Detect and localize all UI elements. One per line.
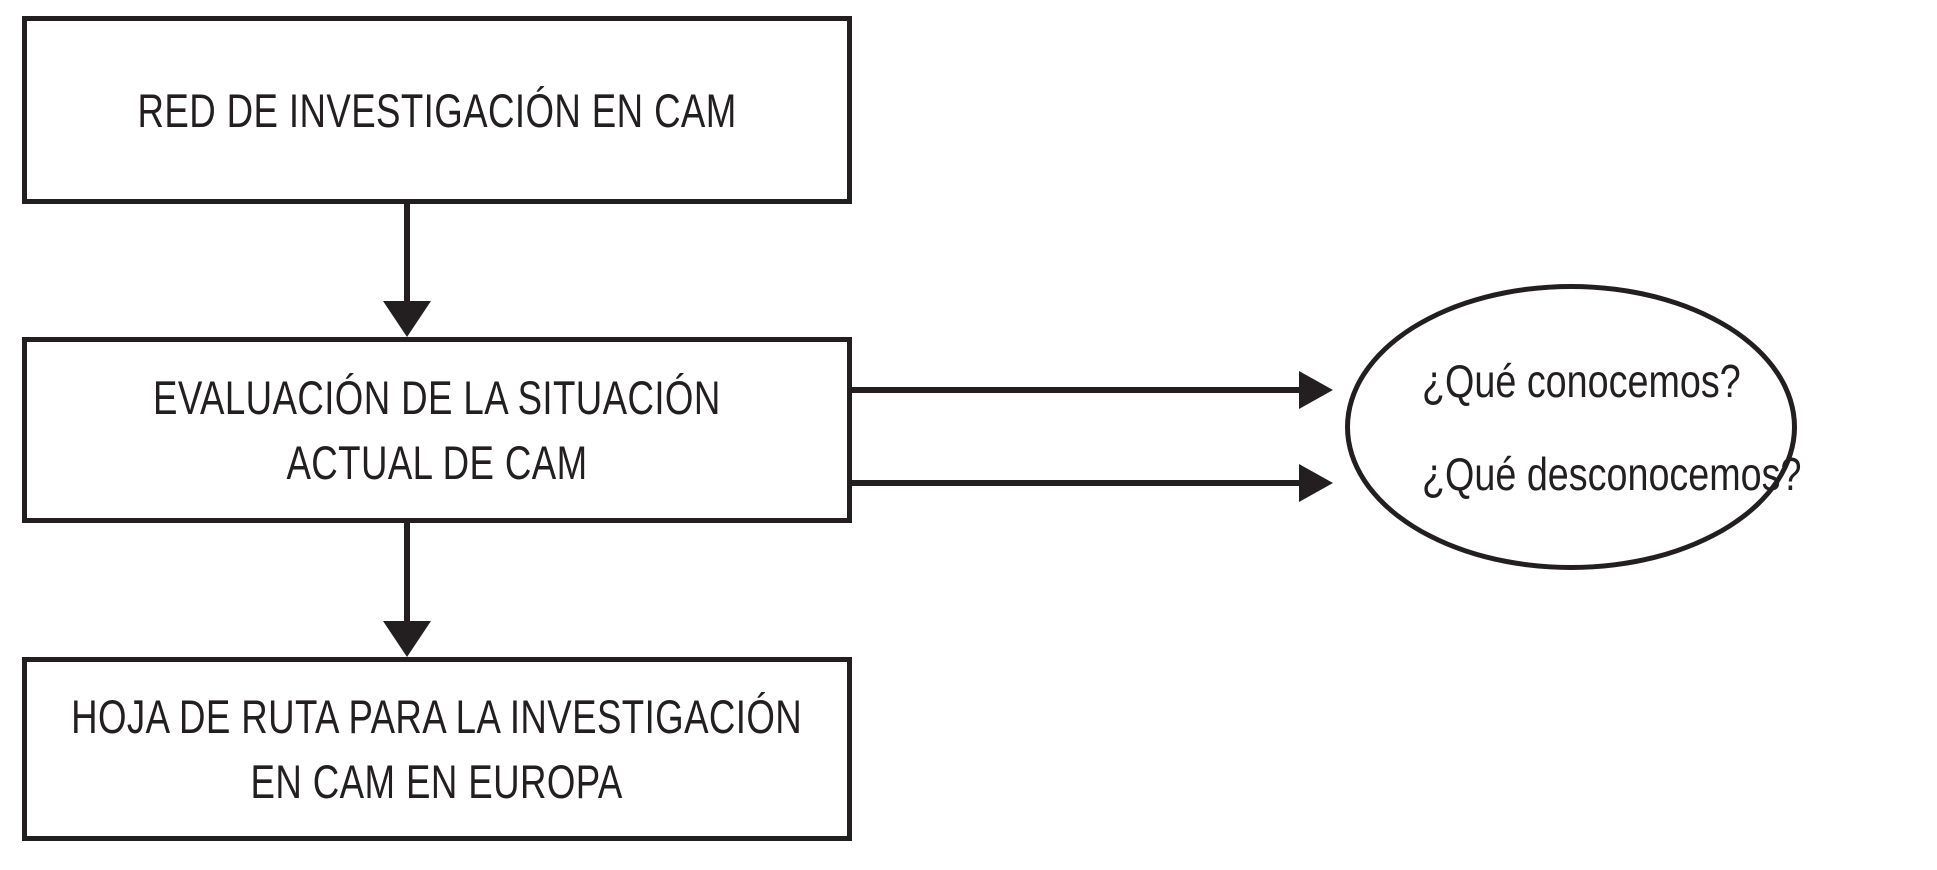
arrow-head-down-icon	[383, 621, 431, 657]
node-label: RED DE INVESTIGACIÓN EN CAM	[137, 83, 737, 137]
arrow-shaft	[404, 523, 410, 621]
arrow-right-evaluation-to-questions-2	[851, 464, 1333, 502]
arrow-down-network-to-evaluation	[383, 204, 431, 337]
node-label-line-1: HOJA DE RUTA PARA LA INVESTIGACIÓN	[71, 690, 803, 743]
node-evaluacion-situacion: EVALUACIÓN DE LA SITUACIÓN ACTUAL DE CAM	[22, 337, 852, 523]
node-questions-ellipse: ¿Qué conocemos? ¿Qué desconocemos?	[1345, 284, 1802, 570]
node-hoja-de-ruta: HOJA DE RUTA PARA LA INVESTIGACIÓN EN CA…	[22, 657, 852, 841]
arrow-right-evaluation-to-questions-1	[851, 371, 1333, 409]
arrow-head-right-icon	[1299, 371, 1333, 409]
arrow-shaft	[404, 204, 410, 301]
arrow-down-evaluation-to-roadmap	[383, 523, 431, 657]
node-label-line-2: EN CAM EN EUROPA	[250, 755, 624, 808]
arrow-head-right-icon	[1299, 464, 1333, 502]
question-line-1: ¿Qué conocemos?	[1422, 354, 1741, 407]
question-line-2: ¿Qué desconocemos?	[1422, 447, 1802, 500]
node-label-line-2: ACTUAL DE CAM	[286, 436, 588, 489]
arrow-shaft	[851, 387, 1299, 393]
arrow-shaft	[851, 480, 1299, 486]
arrow-head-down-icon	[383, 301, 431, 337]
node-label-line-1: EVALUACIÓN DE LA SITUACIÓN	[153, 371, 721, 424]
node-red-de-investigacion: RED DE INVESTIGACIÓN EN CAM	[22, 16, 852, 204]
